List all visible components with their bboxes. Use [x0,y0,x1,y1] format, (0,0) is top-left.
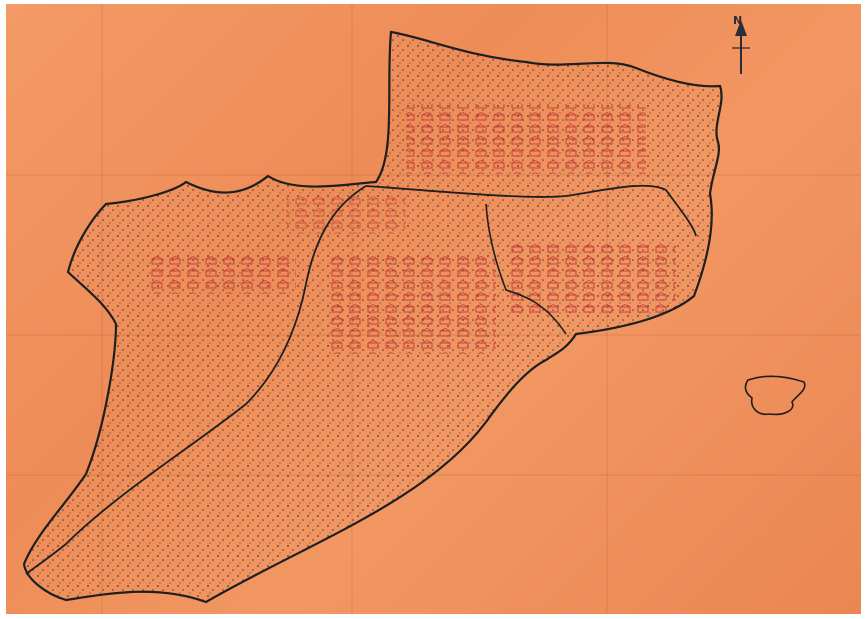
legend-item [690,284,840,305]
settlement-band [286,194,406,234]
settlement-band [506,244,676,314]
ward-boundary [25,185,367,575]
legend-item [690,137,840,158]
map-legend [690,74,840,368]
legend-item [690,221,840,242]
legend-item [690,242,840,263]
hand-drawn-village-map [22,20,806,604]
legend-item [690,179,840,200]
legend-item [690,74,840,95]
legend-item [690,347,840,368]
legend-item [690,326,840,347]
north-label: N [733,14,743,27]
legend-item [690,95,840,116]
legend-item [690,305,840,326]
settlement-band [146,254,296,294]
settlement-band [406,104,646,174]
paper-map-sheet: N [6,4,861,614]
settlement-band [326,254,496,354]
detached-plot [744,375,806,416]
ward-boundary [365,184,697,237]
legend-item [690,263,840,284]
legend-item [690,158,840,179]
legend-item [690,116,840,137]
village-boundary [22,30,723,604]
north-arrow-icon [732,20,750,74]
paper-fold-line [101,4,103,614]
legend-item [690,200,840,221]
ward-boundary [485,203,567,335]
